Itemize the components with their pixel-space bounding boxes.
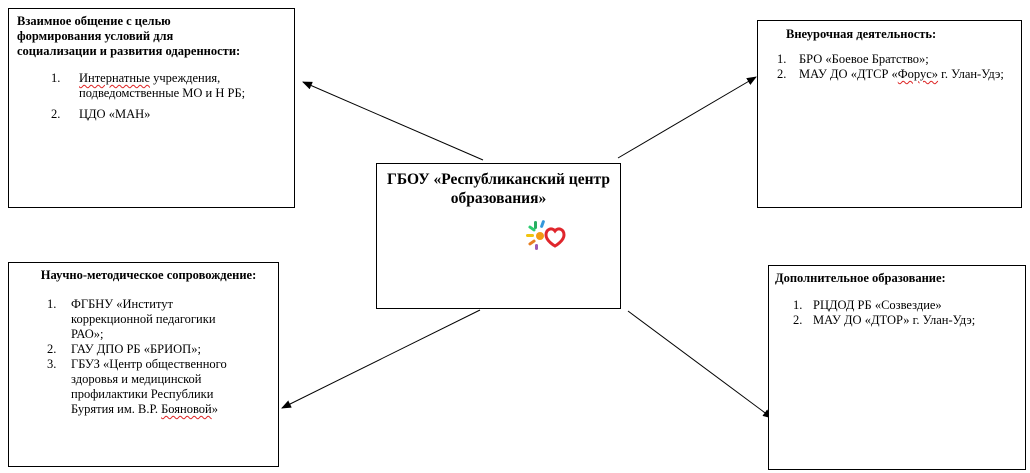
list-item-number: 2. bbox=[777, 67, 787, 81]
list-item: 3. ГБУЗ «Центр общественного здоровья и м… bbox=[17, 357, 251, 417]
box-extracurricular-title: Внеурочная деятельность: bbox=[786, 27, 937, 41]
list-item-number: 1. bbox=[793, 298, 803, 312]
list-item-text: ЦДО «МАН» bbox=[79, 107, 151, 121]
box-extracurricular-list: 1. БРО «Боевое Братство»; 2. МАУ ДО «ДТСР «… bbox=[766, 52, 1013, 82]
box-additional-education-list: 1. РЦДОД РБ «Созвездие» 2. МАУ ДО «ДТОР» г.… bbox=[775, 298, 1019, 328]
list-item-text-end: учреждения, подведомственные МО и Н РБ; bbox=[79, 71, 246, 100]
list-item-number: 1. bbox=[47, 297, 57, 311]
box-center-organization: ГБОУ «Республиканский центр образования» bbox=[376, 163, 621, 309]
list-item: 2. МАУ ДО «ДТСР «Форус» г. Улан-Удэ; bbox=[766, 67, 1013, 82]
list-item-text: РЦДОД РБ «Созвездие» bbox=[813, 298, 942, 312]
list-item-text: ГБУЗ «Центр общественного здоровья и мед… bbox=[71, 357, 227, 416]
box-scientific-support-list: 1. ФГБНУ «Институт коррекционной педагоги… bbox=[17, 297, 270, 417]
list-item-number: 3. bbox=[47, 357, 57, 371]
box-extracurricular: Внеурочная деятельность: 1. БРО «Боевое Б… bbox=[757, 20, 1022, 208]
list-item-text: МАУ ДО «ДТОР» г. Улан-Удэ; bbox=[813, 313, 976, 327]
list-item-number: 2. bbox=[51, 107, 61, 121]
list-item-text: МАУ ДО «ДТСР « bbox=[799, 67, 898, 81]
list-item-number: 1. bbox=[51, 71, 61, 85]
list-item-text-end: » bbox=[211, 402, 218, 416]
box-additional-education-title: Дополнительное образование: bbox=[775, 271, 946, 285]
box-communication-title: Взаимное общение с целью формирования ус… bbox=[17, 14, 241, 58]
list-item: 1. Интернатные учреждения, подведомственн… bbox=[17, 71, 269, 101]
list-item-text: ФГБНУ «Институт коррекционной педагогики… bbox=[71, 297, 216, 341]
box-scientific-support: Научно-методическое сопровождение: 1. ФГБ… bbox=[8, 262, 279, 467]
arrow-to-bottom-left bbox=[281, 309, 481, 409]
list-item: 1. РЦДОД РБ «Созвездие» bbox=[775, 298, 1013, 313]
arrow-to-top-right bbox=[617, 76, 757, 159]
list-item-number: 2. bbox=[47, 342, 57, 356]
list-item: 2. ЦДО «МАН» bbox=[17, 107, 269, 122]
list-item-text: БРО «Боевое Братство»; bbox=[799, 52, 929, 66]
arrow-to-bottom-right bbox=[627, 310, 773, 419]
list-item-number: 1. bbox=[777, 52, 787, 66]
list-item: 2. МАУ ДО «ДТОР» г. Улан-Удэ; bbox=[775, 313, 1013, 328]
box-scientific-support-title: Научно-методическое сопровождение: bbox=[40, 268, 257, 282]
list-item: 2. ГАУ ДПО РБ «БРИОП»; bbox=[17, 342, 251, 357]
list-item: 1. ФГБНУ «Институт коррекционной педагоги… bbox=[17, 297, 251, 342]
list-item-number: 2. bbox=[793, 313, 803, 327]
colorful-sun-heart-logo-icon bbox=[526, 220, 566, 250]
box-communication: Взаимное общение с целью формирования ус… bbox=[8, 8, 295, 208]
box-additional-education: Дополнительное образование: 1. РЦДОД РБ «… bbox=[768, 265, 1026, 470]
list-item-marked-word: Интернатные bbox=[79, 71, 150, 85]
center-title: ГБОУ «Республиканский центр образования» bbox=[387, 171, 610, 207]
box-communication-list: 1. Интернатные учреждения, подведомственн… bbox=[17, 71, 286, 122]
list-item-marked-word: Форус» bbox=[897, 67, 939, 81]
arrow-to-top-left bbox=[302, 81, 484, 161]
list-item-text: ГАУ ДПО РБ «БРИОП»; bbox=[71, 342, 201, 356]
list-item-marked-word: Бояновой bbox=[161, 402, 212, 416]
list-item-text-end: г. Улан-Удэ; bbox=[938, 67, 1004, 81]
list-item: 1. БРО «Боевое Братство»; bbox=[766, 52, 1013, 67]
